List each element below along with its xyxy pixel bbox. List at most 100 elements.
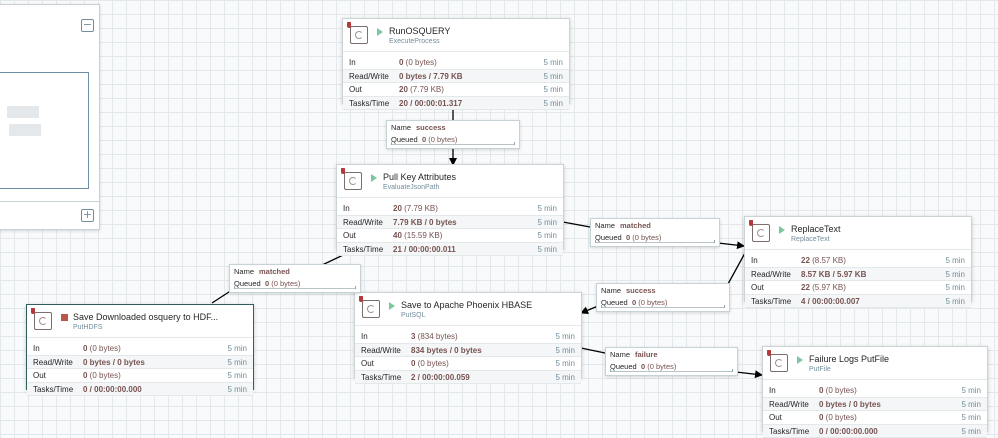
stat-value: 0 bytes / 0 bytes	[819, 399, 881, 409]
stat-label: Read/Write	[751, 269, 791, 279]
connection-line-success	[727, 252, 746, 285]
minimap-block	[7, 106, 39, 118]
stat-window: 5 min	[961, 399, 981, 409]
stat-window: 5 min	[227, 371, 247, 380]
running-icon	[797, 356, 803, 364]
stats-row: Tasks/Time 0 / 00:00:00.000 5 min	[27, 382, 253, 396]
stat-label: Read/Write	[349, 71, 389, 81]
stat-label: Tasks/Time	[361, 372, 402, 382]
stat-window: 5 min	[555, 332, 575, 341]
stat-value: 0 / 00:00:00.000	[83, 384, 142, 394]
stat-label: Out	[343, 231, 356, 240]
processor-type: PutFile	[809, 366, 831, 373]
processor-header: Save Downloaded osquery to HDF... PutHDFS	[27, 305, 253, 338]
processor-name: Failure Logs PutFile	[809, 354, 890, 364]
stat-window: 5 min	[537, 231, 557, 240]
processor-save-hdfs[interactable]: Save Downloaded osquery to HDF... PutHDFS…	[26, 304, 254, 396]
restricted-icon	[749, 220, 753, 226]
stat-label: Out	[349, 85, 362, 94]
processor-name: ReplaceText	[791, 224, 841, 234]
restricted-icon	[767, 350, 771, 356]
stat-window: 5 min	[555, 345, 575, 355]
stat-value: 0 (0 bytes)	[819, 413, 857, 422]
running-icon	[779, 226, 785, 234]
minus-icon[interactable]: −	[81, 18, 94, 32]
connection-name-label: Name	[391, 123, 412, 132]
connection-line-failure	[580, 347, 606, 354]
processor-icon	[362, 300, 380, 318]
stat-label: Read/Write	[769, 399, 809, 409]
queued-value: 0 (0 bytes)	[265, 279, 301, 288]
stat-window: 5 min	[945, 283, 965, 292]
stat-label: Out	[361, 359, 374, 368]
panel-divider	[0, 201, 99, 202]
processor-icon	[34, 312, 52, 330]
queued-value: 0 (0 bytes)	[626, 233, 662, 242]
queued-label: Queued	[595, 233, 622, 242]
stat-window: 5 min	[227, 344, 247, 353]
restricted-icon	[347, 22, 351, 28]
processor-type: ExecuteProcess	[389, 38, 440, 45]
queued-label: Queued	[391, 135, 418, 144]
stat-window: 5 min	[945, 296, 965, 306]
restricted-icon	[359, 296, 363, 302]
processor-icon	[752, 224, 770, 242]
plus-icon[interactable]: +	[81, 208, 94, 222]
birdseye-panel: − +	[0, 4, 100, 230]
queued-value: 0 (0 bytes)	[632, 298, 668, 307]
stat-value: 0 (0 bytes)	[83, 371, 121, 380]
stat-label: Out	[751, 283, 764, 292]
running-icon	[389, 302, 395, 310]
stat-window: 5 min	[543, 85, 563, 94]
connection-line-matched	[211, 289, 233, 304]
stat-value: 21 / 00:00:00.011	[393, 244, 456, 254]
connection-name-label: Name	[234, 267, 255, 276]
restricted-icon	[31, 308, 35, 314]
stat-label: In	[769, 386, 776, 395]
processor-name: Save Downloaded osquery to HDF...	[73, 312, 219, 322]
queue-progress-bar	[391, 142, 515, 145]
processor-name: Save to Apache Phoenix HBASE	[401, 300, 533, 310]
stat-label: Tasks/Time	[33, 384, 74, 394]
processor-type: PutHDFS	[73, 324, 103, 331]
stat-window: 5 min	[543, 98, 563, 108]
stat-window: 5 min	[555, 372, 575, 382]
stat-window: 5 min	[555, 359, 575, 368]
birdseye-viewport[interactable]	[0, 72, 89, 189]
connection-name: success	[626, 286, 656, 295]
stat-window: 5 min	[537, 244, 557, 254]
queued-value: 0 (0 bytes)	[422, 135, 458, 144]
stat-value: 0 bytes / 0 bytes	[83, 357, 145, 367]
stat-value: 0 (0 bytes)	[819, 386, 857, 395]
queue-progress-bar	[601, 305, 725, 308]
stat-window: 5 min	[227, 384, 247, 394]
processor-type: EvaluateJsonPath	[383, 184, 440, 191]
